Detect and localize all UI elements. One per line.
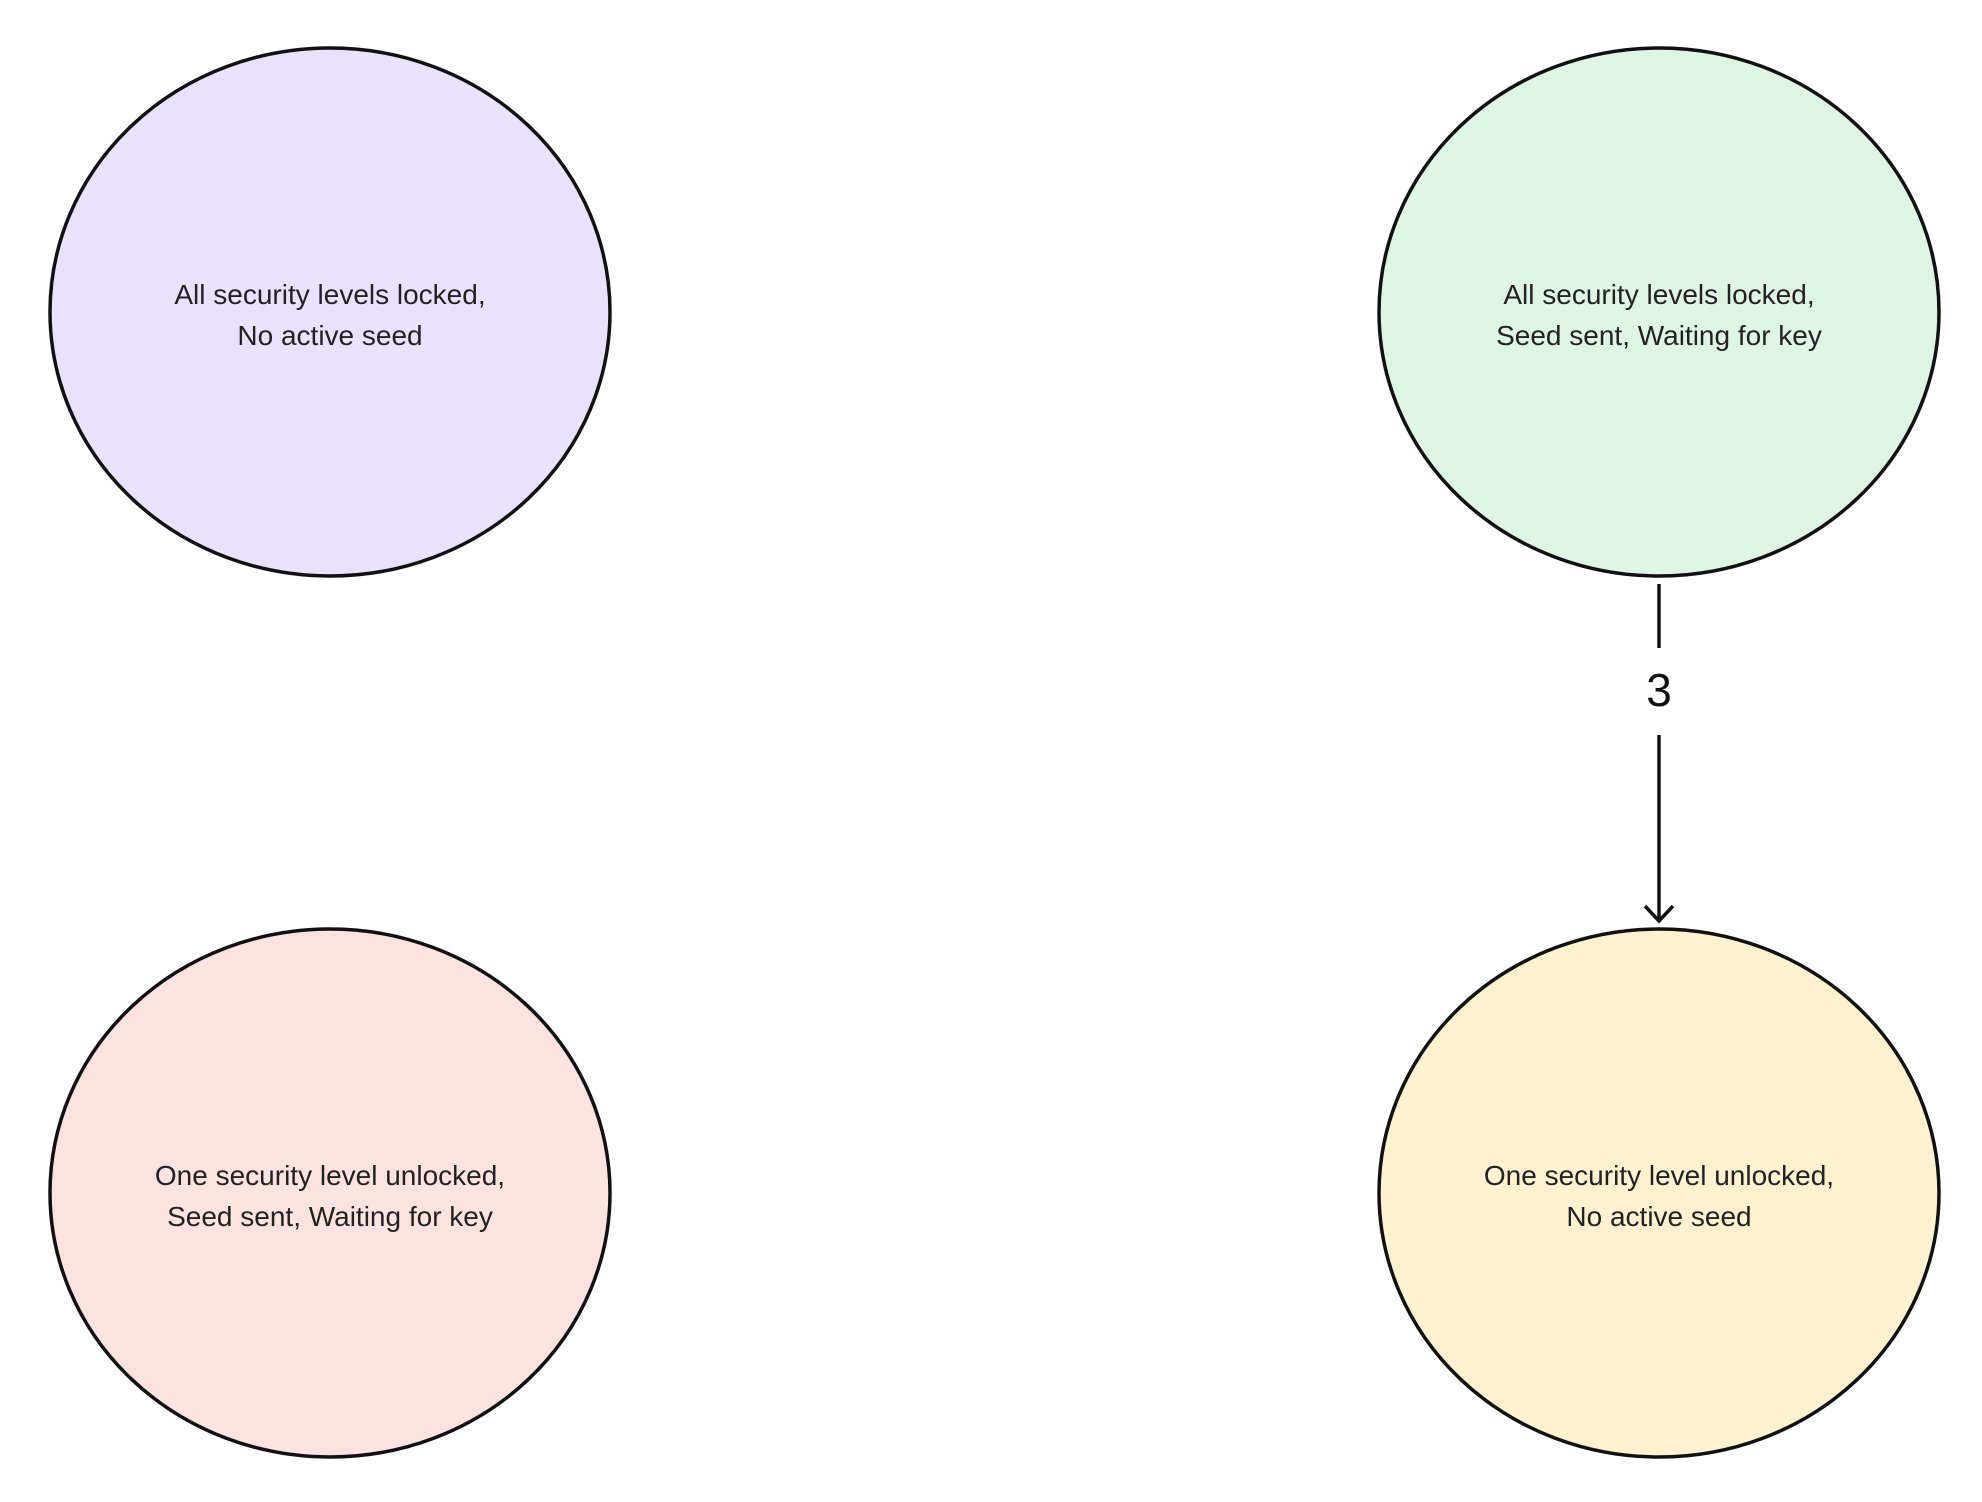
state-unlocked-no-seed-ellipse (1377, 927, 1941, 1459)
state-unlocked-no-seed-line1: One security level unlocked, (1484, 1160, 1834, 1191)
transition-3-label: 3 (1646, 664, 1672, 716)
state-locked-no-seed-line2: No active seed (237, 320, 422, 351)
state-unlocked-no-seed: One security level unlocked, No active s… (1377, 927, 1941, 1459)
arrowhead-down-icon (1643, 904, 1675, 924)
state-locked-seed-sent-ellipse (1377, 46, 1941, 578)
transition-3: 3 (1643, 584, 1675, 924)
state-unlocked-seed-sent: One security level unlocked, Seed sent, … (48, 927, 612, 1459)
state-locked-seed-sent: All security levels locked, Seed sent, W… (1377, 46, 1941, 578)
state-unlocked-seed-sent-ellipse (48, 927, 612, 1459)
state-locked-seed-sent-line2: Seed sent, Waiting for key (1496, 320, 1822, 351)
state-locked-no-seed-ellipse (48, 46, 612, 578)
state-locked-no-seed-line1: All security levels locked, (174, 279, 485, 310)
state-locked-seed-sent-line1: All security levels locked, (1503, 279, 1814, 310)
state-unlocked-no-seed-line2: No active seed (1566, 1201, 1751, 1232)
state-locked-no-seed: All security levels locked, No active se… (48, 46, 612, 578)
state-unlocked-seed-sent-line2: Seed sent, Waiting for key (167, 1201, 493, 1232)
state-unlocked-seed-sent-line1: One security level unlocked, (155, 1160, 505, 1191)
